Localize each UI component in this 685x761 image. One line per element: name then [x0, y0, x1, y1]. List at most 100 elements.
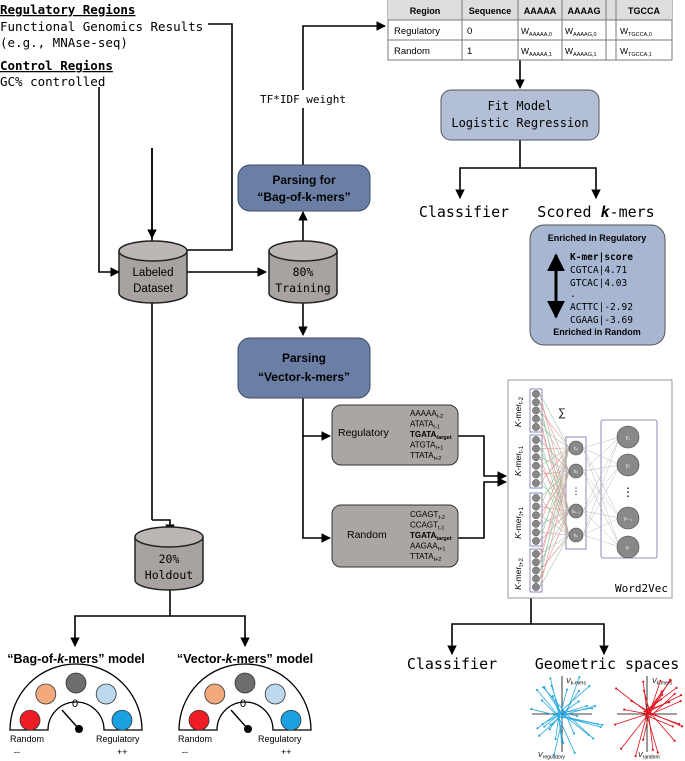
input-node: [532, 537, 540, 545]
hidden-node-label: hₙ₋₁: [572, 509, 581, 514]
table-cell-weight: WAAAAA,1: [521, 46, 552, 58]
labeled-dataset-line1: Labeled: [133, 267, 174, 279]
hidden-node-label: h₂: [574, 469, 579, 474]
input-node: [532, 519, 540, 528]
vector-tip: [565, 688, 569, 691]
network-edge: [539, 514, 570, 536]
vector-tip: [572, 732, 576, 735]
regulatory-box-label: Regulatory: [338, 427, 390, 439]
vector-line: [646, 714, 659, 753]
scored-kmers-box: Enriched in Regulatory Enriched in Rando…: [529, 224, 666, 346]
network-edge: [539, 470, 570, 588]
enriched-random-label: Enriched in Random: [553, 327, 641, 337]
vector-tip: [675, 686, 678, 689]
table-cell-weight: WTGCCA,1: [620, 46, 652, 58]
vector-line: [538, 716, 562, 737]
vector-tip: [679, 694, 683, 697]
vector-tip: [578, 676, 581, 679]
table-header-tgcca: TGCCA: [628, 6, 660, 16]
gauge-dot: [35, 683, 57, 705]
gauge-dot: [111, 709, 133, 731]
input-node: [532, 414, 540, 423]
kmer-entry: CCAGTt-1: [410, 521, 444, 532]
vector-tip: [601, 723, 604, 726]
output-node: [616, 425, 640, 449]
output-node-label: y₁: [626, 435, 631, 441]
input-node: [532, 453, 540, 462]
vector-tip: [562, 741, 565, 744]
network-edge: [539, 534, 570, 571]
bag-parse-box: [237, 164, 371, 212]
network-edge: [539, 470, 570, 499]
regulatory-sequence-box: Regulatory AAAAAt-2ATATAt-1TGATAtargetAT…: [331, 404, 459, 466]
regulatory-kmer-list: AAAAAt-2ATATAt-1TGATAtargetATGTAt+1TTATA…: [410, 409, 452, 462]
vector-tip: [553, 753, 556, 756]
training-cylinder: 80% Training: [268, 240, 338, 304]
enriched-regulatory-label: Enriched in Regulatory: [548, 233, 647, 243]
network-edge: [582, 447, 621, 466]
network-edge: [539, 482, 570, 512]
vector-to-regulatory-arrow: [302, 398, 331, 441]
vector-to-random-arrow: [302, 436, 331, 543]
vector-right-sign: ++: [281, 747, 292, 757]
network-edge: [582, 447, 621, 519]
scored-row: CGTCA|4.71: [570, 265, 627, 276]
table-grid: [388, 0, 672, 60]
vector-line: [645, 680, 672, 715]
gauge-pivot: [244, 725, 252, 733]
vector-line: [561, 708, 593, 714]
regulatory-regions-title: Regulatory Regions: [0, 2, 135, 17]
network-edge: [539, 426, 570, 449]
input-node: [532, 470, 540, 479]
tfidf-label: TF*IDF weight: [260, 93, 346, 106]
hidden-ellipsis: ⋮: [572, 486, 581, 496]
input-node: [532, 436, 540, 444]
tfidf-to-table-arrow: [302, 21, 386, 108]
input-node: [532, 398, 540, 407]
network-edge: [582, 510, 621, 519]
vector-line: [562, 709, 594, 739]
geo-left-top-label: Vk-mers: [566, 678, 586, 687]
network-edge: [582, 464, 621, 536]
kmer-entry: TTATAt+2: [410, 552, 441, 563]
vector-line: [615, 688, 649, 714]
input-node: [532, 406, 540, 415]
network-edge: [539, 534, 570, 588]
input-node: [532, 574, 540, 583]
random-kmer-list: CGAGTt-2CCAGTt-1TGATAtargetAAGAAt+1TTATA…: [410, 510, 452, 563]
table-cell-weight: WTGCCA,0: [620, 26, 652, 38]
vector-line: [536, 689, 561, 718]
training-line1: 80%: [293, 265, 314, 279]
regulatory-box-bg: [331, 404, 459, 466]
input-node: [532, 461, 540, 470]
vector-tip: [634, 755, 637, 758]
network-edge: [582, 436, 621, 536]
vector-line: [537, 711, 560, 729]
gauge-needle: [61, 709, 79, 729]
kmer-entry: AAGAAt+1: [410, 542, 445, 553]
vector-tip: [538, 734, 541, 737]
vector-line: [565, 690, 580, 712]
random-to-word2vec-arrow: [458, 477, 507, 539]
vector-tip: [673, 692, 676, 696]
input-node: [532, 502, 540, 511]
vector-line: [648, 700, 681, 716]
network-edge: [582, 534, 621, 548]
input-node: [532, 511, 540, 520]
bag-zero: 0: [72, 698, 78, 710]
vector-line: [643, 701, 670, 713]
vector-tip: [530, 707, 533, 711]
tfidf-label-bg: [256, 90, 350, 108]
control-to-dataset-arrow: [98, 87, 120, 277]
scored-kmers-label: Scored k-mers: [537, 203, 654, 221]
vector-model-gauge: [178, 663, 312, 733]
labeled-dataset-cylinder: Labeled Dataset: [118, 240, 188, 304]
network-edge: [539, 447, 570, 579]
table-header-aaaag: AAAAG: [568, 6, 601, 16]
random-box-bg: [331, 504, 459, 568]
vector-zero: 0: [240, 698, 246, 710]
network-edge: [539, 447, 570, 484]
geo-left-bottom-label: Vregulatory: [538, 752, 565, 761]
network-edge: [539, 532, 570, 536]
network-edge: [539, 447, 570, 507]
